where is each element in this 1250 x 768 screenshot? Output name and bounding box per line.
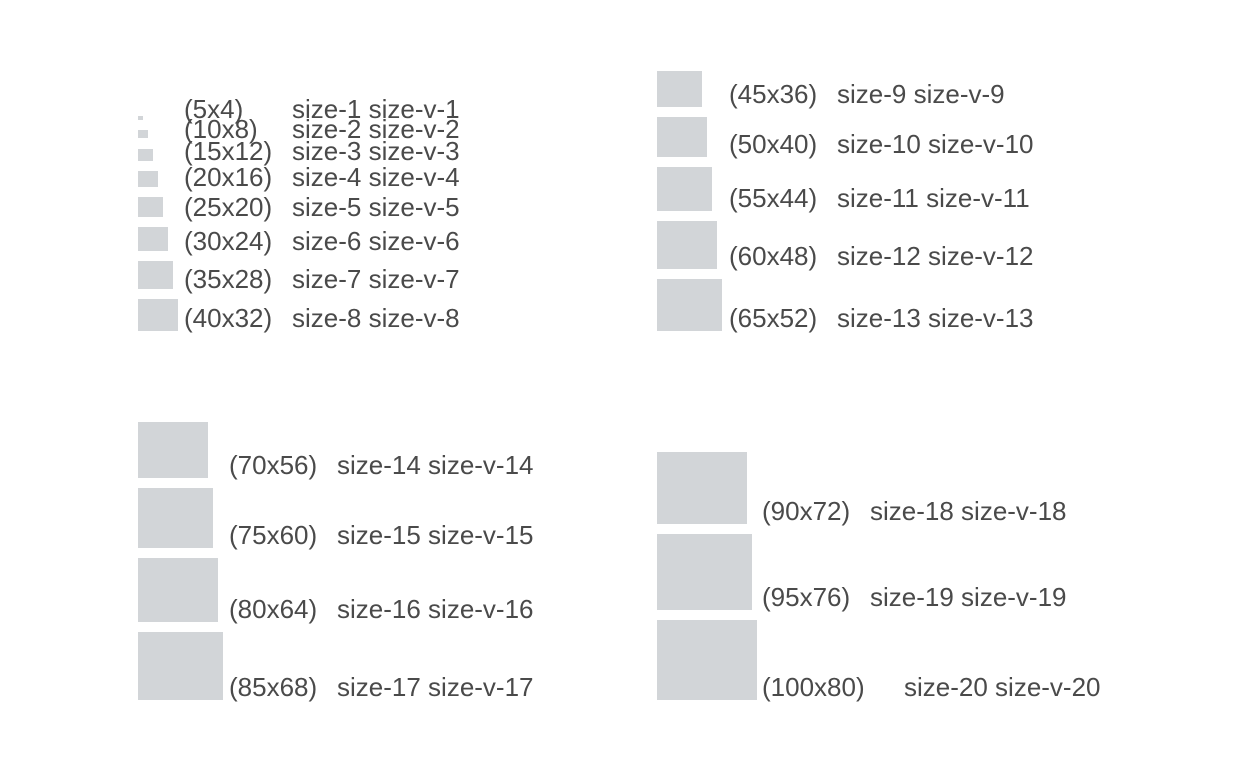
size-class-12: size-12 size-v-12 (837, 241, 1034, 271)
size-row-4: (20x16) size-4 size-v-4 (138, 164, 460, 190)
size-row-13: (65x52) size-13 size-v-13 (657, 279, 1034, 331)
size-dims-16: (80x64) (229, 594, 318, 624)
size-class-19: size-19 size-v-19 (870, 582, 1067, 612)
size-row-8: (40x32) size-8 size-v-8 (138, 299, 460, 331)
size-class-15: size-15 size-v-15 (337, 520, 534, 550)
size-dims-12: (60x48) (729, 241, 818, 271)
size-dims-17: (85x68) (229, 672, 318, 702)
size-swatch-4 (138, 171, 158, 187)
size-swatch-19 (657, 534, 752, 610)
size-class-5: size-5 size-v-5 (292, 192, 460, 222)
size-class-8: size-8 size-v-8 (292, 303, 460, 333)
size-class-6: size-6 size-v-6 (292, 226, 460, 256)
size-class-9: size-9 size-v-9 (837, 79, 1005, 109)
size-row-9: (45x36) size-9 size-v-9 (657, 71, 1005, 107)
size-swatch-11 (657, 167, 712, 211)
size-swatch-14 (138, 422, 208, 478)
size-row-18: (90x72) size-18 size-v-18 (657, 452, 1067, 524)
size-swatch-8 (138, 299, 178, 331)
size-dims-9: (45x36) (729, 79, 818, 109)
size-class-10: size-10 size-v-10 (837, 129, 1034, 159)
size-swatch-1 (138, 116, 143, 120)
size-dims-14: (70x56) (229, 450, 318, 480)
size-dims-6: (30x24) (184, 226, 273, 256)
size-class-1: size-1 size-v-1 (292, 94, 460, 124)
size-dims-8: (40x32) (184, 303, 273, 333)
size-row-19: (95x76) size-19 size-v-19 (657, 534, 1067, 610)
size-swatch-18 (657, 452, 747, 524)
size-class-13: size-13 size-v-13 (837, 303, 1034, 333)
size-swatch-16 (138, 558, 218, 622)
size-swatch-17 (138, 632, 223, 700)
size-swatch-3 (138, 149, 153, 161)
size-dims-4: (20x16) (184, 162, 273, 192)
size-swatch-15 (138, 488, 213, 548)
size-row-10: (50x40) size-10 size-v-10 (657, 117, 1034, 157)
size-row-20: (100x80) size-20 size-v-20 (657, 620, 1101, 700)
size-row-2: (10x8) size-2 size-v-2 (138, 116, 460, 142)
size-dims-15: (75x60) (229, 520, 318, 550)
size-class-17: size-17 size-v-17 (337, 672, 534, 702)
size-row-14: (70x56) size-14 size-v-14 (138, 422, 534, 478)
size-swatch-5 (138, 197, 163, 217)
size-swatch-13 (657, 279, 722, 331)
size-class-11: size-11 size-v-11 (837, 183, 1030, 213)
size-class-3: size-3 size-v-3 (292, 136, 460, 166)
size-swatch-20 (657, 620, 757, 700)
size-dims-2: (10x8) (184, 114, 258, 144)
size-class-4: size-4 size-v-4 (292, 162, 460, 192)
size-dims-18: (90x72) (762, 496, 851, 526)
size-dims-11: (55x44) (729, 183, 818, 213)
size-dims-10: (50x40) (729, 129, 818, 159)
size-row-11: (55x44) size-11 size-v-11 (657, 167, 1030, 211)
size-swatch-7 (138, 261, 173, 289)
size-class-20: size-20 size-v-20 (904, 672, 1101, 702)
size-dims-20: (100x80) (762, 672, 865, 702)
size-row-15: (75x60) size-15 size-v-15 (138, 488, 534, 548)
size-row-12: (60x48) size-12 size-v-12 (657, 221, 1034, 269)
size-row-7: (35x28) size-7 size-v-7 (138, 261, 460, 294)
size-row-16: (80x64) size-16 size-v-16 (138, 558, 534, 622)
size-swatch-10 (657, 117, 707, 157)
size-row-5: (25x20) size-5 size-v-5 (138, 194, 460, 220)
size-dims-19: (95x76) (762, 582, 851, 612)
size-dims-1: (5x4) (184, 94, 244, 124)
size-swatch-12 (657, 221, 717, 269)
size-class-2: size-2 size-v-2 (292, 114, 460, 144)
size-class-14: size-14 size-v-14 (337, 450, 534, 480)
size-row-3: (15x12) size-3 size-v-3 (138, 138, 460, 164)
size-dims-13: (65x52) (729, 303, 818, 333)
size-swatch-2 (138, 130, 148, 138)
size-class-18: size-18 size-v-18 (870, 496, 1067, 526)
size-dims-7: (35x28) (184, 264, 273, 294)
size-dims-5: (25x20) (184, 192, 273, 222)
size-row-1: (5x4) size-1 size-v-1 (138, 96, 460, 122)
size-swatch-6 (138, 227, 168, 251)
size-class-7: size-7 size-v-7 (292, 264, 460, 294)
size-dims-3: (15x12) (184, 136, 273, 166)
size-swatch-9 (657, 71, 702, 107)
size-row-6: (30x24) size-6 size-v-6 (138, 226, 460, 256)
size-row-17: (85x68) size-17 size-v-17 (138, 632, 534, 700)
size-class-16: size-16 size-v-16 (337, 594, 534, 624)
